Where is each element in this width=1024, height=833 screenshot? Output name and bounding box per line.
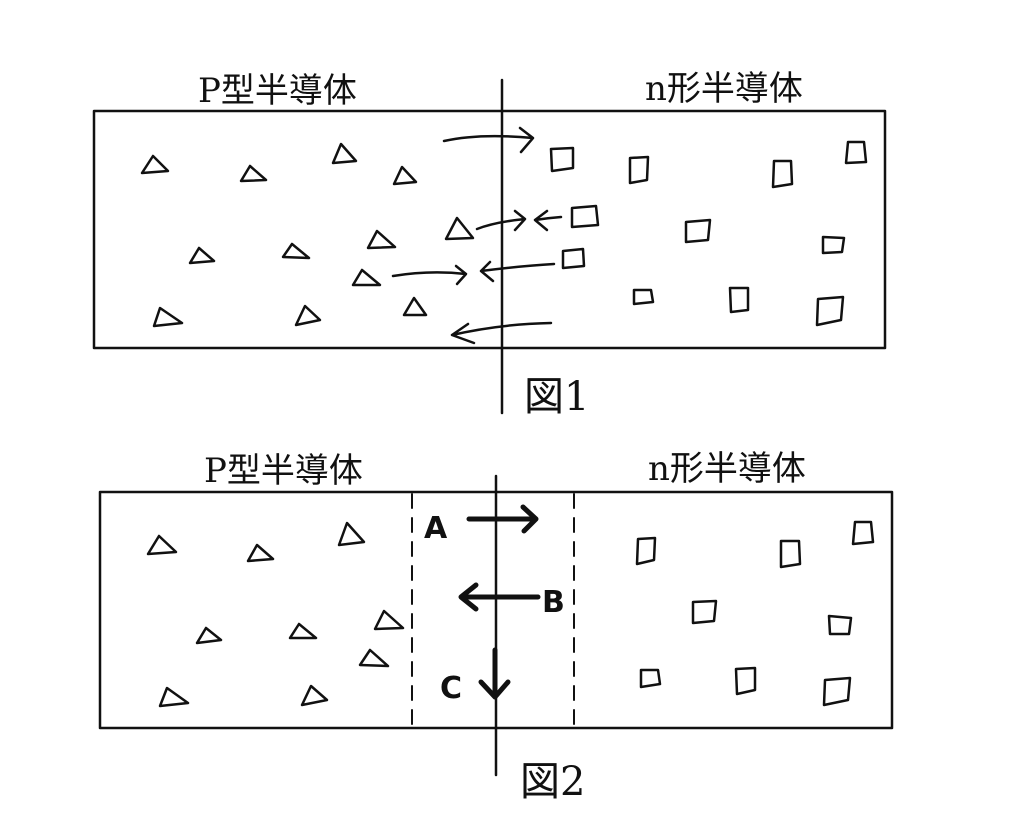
arrow-label-c: C	[440, 671, 462, 706]
electron-square	[570, 204, 600, 229]
arrow-left-icon	[533, 209, 563, 232]
electron-square	[728, 286, 750, 314]
fig2-labeled-arrows: A B C	[424, 504, 565, 706]
hole-triangle	[331, 142, 358, 165]
hole-triangle	[195, 626, 223, 645]
figure-1: P型半導体 n形半導体	[92, 69, 887, 420]
hole-triangle	[300, 684, 329, 707]
hole-triangle	[373, 609, 405, 631]
electron-square	[561, 247, 586, 270]
hole-triangle	[351, 268, 382, 287]
electron-square	[635, 536, 657, 566]
fig1-holes	[140, 142, 475, 328]
electron-square	[734, 666, 757, 696]
hole-triangle	[146, 534, 178, 556]
electron-square	[851, 520, 875, 546]
fig2-p-type-label: P型半導体	[204, 451, 363, 491]
fig2-holes	[146, 521, 405, 708]
hole-triangle	[281, 242, 311, 260]
electron-square	[632, 288, 655, 306]
hole-triangle	[246, 543, 275, 563]
hole-triangle	[402, 296, 428, 317]
electron-square	[691, 599, 718, 625]
hole-triangle	[294, 304, 322, 327]
electron-square	[628, 155, 650, 185]
electron-square	[771, 159, 794, 189]
hole-triangle	[337, 521, 366, 547]
arrow-down-icon	[478, 647, 511, 700]
fig1-caption: 図1	[524, 374, 589, 420]
fig2-electrons	[635, 520, 875, 707]
arrow-label-b: B	[542, 585, 565, 620]
hole-triangle	[239, 164, 268, 183]
hole-triangle	[152, 306, 184, 328]
electron-square	[844, 140, 868, 165]
arrow-right-icon	[475, 209, 527, 232]
hole-triangle	[444, 216, 475, 241]
arrow-left-icon	[479, 260, 556, 283]
fig1-p-type-label: P型半導体	[198, 71, 357, 111]
hole-triangle	[366, 229, 397, 250]
arrow-right-icon	[442, 126, 535, 154]
fig1-arrows	[391, 126, 563, 345]
hole-triangle	[288, 622, 318, 640]
arrow-left-icon	[450, 321, 553, 345]
arrow-label-a: A	[424, 511, 448, 546]
arrow-right-icon	[466, 504, 539, 534]
fig1-semiconductor-box	[92, 109, 887, 350]
electron-square	[639, 668, 662, 689]
hole-triangle	[358, 648, 390, 668]
arrow-left-icon	[458, 582, 541, 612]
hole-triangle	[188, 246, 216, 265]
electron-square	[822, 676, 852, 707]
figure-2: P型半導体 n形半導体	[98, 449, 894, 805]
electron-square	[549, 146, 575, 173]
fig2-n-type-label: n形半導体	[648, 449, 806, 489]
electron-square	[815, 295, 845, 327]
hole-triangle	[140, 154, 170, 175]
electron-square	[821, 235, 846, 255]
fig1-electrons	[549, 140, 868, 327]
electron-square	[827, 614, 853, 636]
fig1-n-type-label: n形半導体	[645, 69, 803, 109]
electron-square	[684, 218, 712, 244]
fig2-caption: 図2	[520, 759, 585, 805]
arrow-right-icon	[391, 264, 468, 286]
electron-square	[779, 539, 802, 569]
hole-triangle	[392, 165, 418, 186]
hole-triangle	[158, 686, 190, 708]
